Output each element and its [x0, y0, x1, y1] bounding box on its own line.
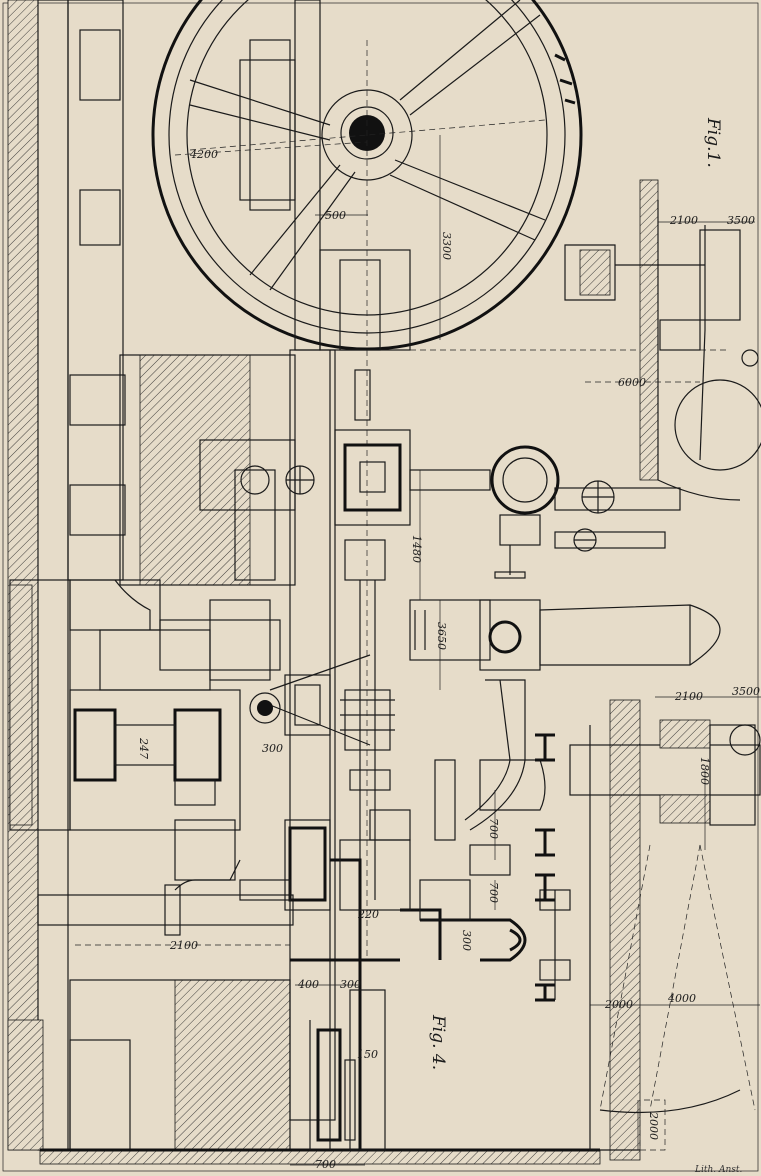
- dim-pipe-spacing: 1480: [410, 535, 423, 563]
- dim-300-bottom: 300: [340, 978, 361, 991]
- dim-valve-300-upper: 300: [262, 742, 283, 755]
- dim-flywheel-diameter: 4200: [189, 148, 218, 161]
- dim-shaft-offset: 500: [325, 209, 346, 222]
- dim-150: 150: [357, 1048, 378, 1061]
- dim-valve-300-lower: 300: [460, 930, 473, 951]
- crosshead-assembly: [269, 369, 411, 900]
- dim-sec-2100: 2100: [674, 690, 703, 703]
- dim-sec-2000-left: 2000: [604, 998, 633, 1011]
- main-frame: [239, 0, 730, 1150]
- dim-400: 400: [297, 978, 319, 991]
- dim-700-bottom: 700: [315, 1158, 336, 1171]
- dim-gap-700-lower: 700: [487, 882, 500, 903]
- dim-fig1-wall-left: 2100: [669, 214, 698, 227]
- dim-pump-length: 3650: [435, 622, 448, 650]
- dim-sec-1800: 1800: [698, 757, 711, 785]
- fig1-drawing: [564, 179, 761, 501]
- dim-fig1-depth: 6000: [618, 376, 646, 389]
- dim-gap-700-upper: 700: [487, 818, 500, 839]
- dim-cylinder-dia: 247: [137, 737, 150, 759]
- dim-base-2100: 2100: [169, 939, 198, 952]
- foundation-left: [7, 0, 296, 1151]
- valve-chest: [290, 809, 571, 1151]
- i-beam-markers: [535, 733, 555, 1002]
- pipework-lower: [37, 819, 331, 936]
- pipework-right: [409, 445, 721, 841]
- dim-sec-3500: 3500: [732, 685, 760, 698]
- handwheels: [285, 465, 615, 552]
- fig4-label: Fig. 4.: [428, 1014, 448, 1070]
- fig4-section: [569, 696, 761, 1161]
- dim-shaft-height: 3300: [440, 232, 453, 260]
- dim-sec-4000: 4000: [667, 992, 696, 1005]
- fig1-label: Fig.1.: [703, 117, 723, 168]
- ground-line: [39, 1148, 601, 1165]
- lithograph-imprint: Lith. Anst.: [694, 1165, 743, 1175]
- dimension-lines: [75, 135, 760, 1166]
- dim-sec-2000-bottom: 2000: [647, 1111, 660, 1140]
- pump-cylinder: [69, 465, 331, 831]
- dim-fig1-wall-right: 3500: [727, 214, 755, 227]
- dim-valve-220: 220: [357, 908, 379, 921]
